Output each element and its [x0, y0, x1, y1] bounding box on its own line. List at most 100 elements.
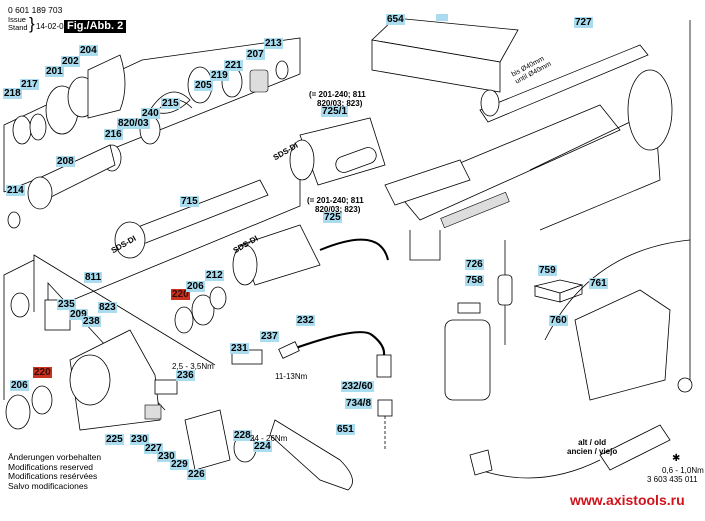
callout-221[interactable]: 221 [224, 60, 243, 71]
callout-236[interactable]: 236 [176, 370, 195, 381]
callout-220-bottom[interactable]: 220 [33, 367, 52, 378]
clamp-ring-727 [480, 89, 500, 117]
frame-top-group [3, 37, 301, 192]
frame-811 [33, 254, 216, 366]
part-number: 0 601 189 703 [8, 5, 63, 15]
callout-207[interactable]: 207 [246, 49, 265, 60]
callout-759[interactable]: 759 [538, 265, 557, 276]
note-en: Modifications reserved [8, 461, 94, 472]
callout-224[interactable]: 224 [253, 441, 272, 452]
assembly-725-1-port [335, 147, 377, 173]
old-version-line2: ancien / viejo [567, 447, 618, 456]
callout-651[interactable]: 651 [336, 424, 355, 435]
callout-654[interactable]: 654 [386, 14, 405, 25]
drill-handle [384, 159, 471, 206]
callout-229[interactable]: 229 [170, 459, 189, 470]
callout-228[interactable]: 228 [233, 430, 252, 441]
callout-715[interactable]: 715 [180, 196, 199, 207]
prcd-switch [599, 424, 671, 471]
callout-232-60[interactable]: 232/60 [341, 381, 374, 392]
assembly-725-front [232, 244, 258, 286]
callout-725-1[interactable]: 725/1 [321, 106, 349, 117]
o-ring-213 [275, 60, 289, 80]
vacuum-761 [574, 289, 671, 401]
callout-758[interactable]: 758 [465, 275, 484, 286]
callout-227[interactable]: 227 [144, 443, 163, 454]
callout-238[interactable]: 238 [82, 316, 101, 327]
stand-base [409, 230, 441, 261]
vacuum-wheel [677, 377, 693, 393]
retaining-ring-218 [12, 115, 32, 145]
drill-motor [394, 104, 621, 221]
callout-204[interactable]: 204 [79, 45, 98, 56]
cap-204 [87, 54, 126, 119]
sleeve-226 [184, 409, 231, 471]
callout-213[interactable]: 213 [264, 38, 283, 49]
kit-note-725-1: (= 201-240; 811 820/03; 823) [309, 90, 366, 108]
note-es: Salvo modificaciones [8, 480, 88, 491]
callout-811[interactable]: 811 [84, 272, 103, 283]
callout-206-bottom[interactable]: 206 [10, 380, 29, 391]
figure-label: Fig./Abb. 2 [64, 20, 127, 33]
callout-220-top[interactable]: 220 [171, 289, 190, 300]
callout-208[interactable]: 208 [56, 156, 75, 167]
watermark-url[interactable]: www.axistools.ru [570, 492, 685, 508]
ring-220-bottom [31, 385, 53, 415]
callout-232[interactable]: 232 [296, 315, 315, 326]
callout-734-8[interactable]: 734/8 [345, 398, 373, 409]
hose-nut-232 [278, 341, 300, 359]
callout-760[interactable]: 760 [549, 315, 568, 326]
kit-note-725: (= 201-240; 811 820/03; 823) [307, 196, 364, 214]
callout-230-a[interactable]: 230 [130, 434, 149, 445]
callout-218[interactable]: 218 [3, 88, 22, 99]
callout-225[interactable]: 225 [105, 434, 124, 445]
brace: } [29, 14, 35, 33]
callout-217[interactable]: 217 [20, 79, 39, 90]
callout-209[interactable]: 209 [69, 309, 88, 320]
callout-206-top[interactable]: 206 [186, 281, 205, 292]
callout-205[interactable]: 205 [194, 80, 213, 91]
clip-217 [29, 113, 47, 141]
callout-725[interactable]: 725 [323, 212, 342, 223]
callout-226[interactable]: 226 [187, 469, 206, 480]
adaptor-734-8 [377, 399, 393, 417]
callout-230-b[interactable]: 230 [157, 451, 176, 462]
block-front-759 [559, 284, 583, 303]
callout-219[interactable]: 219 [210, 70, 229, 81]
callout-240[interactable]: 240 [141, 108, 160, 119]
callout-214[interactable]: 214 [6, 185, 25, 196]
kit-note-725-1-line2: 820/03; 823) [317, 99, 363, 108]
washer-214 [7, 211, 21, 229]
callout-727[interactable]: 727 [574, 17, 593, 28]
callout-216[interactable]: 216 [104, 129, 123, 140]
water-tank-758 [444, 319, 491, 401]
holder-end-208 [27, 176, 53, 210]
seal-206-bottom [5, 394, 31, 430]
callout-212[interactable]: 212 [205, 270, 224, 281]
rack-726 [440, 191, 510, 229]
kit-note-725-1-line1: (= 201-240; 811 [309, 90, 366, 99]
callout-235[interactable]: 235 [57, 299, 76, 310]
ring-220-top [174, 306, 194, 334]
callout-237[interactable]: 237 [260, 331, 279, 342]
hose-232 [289, 331, 386, 356]
sds-head-715 [114, 221, 146, 259]
callout-820-03[interactable]: 820/03 [117, 118, 150, 129]
callout-761[interactable]: 761 [589, 278, 608, 289]
callout-726[interactable]: 726 [465, 259, 484, 270]
case-highlight [436, 14, 448, 21]
callout-201[interactable]: 201 [45, 66, 64, 77]
kit-note-725-line2: 820/03; 823) [315, 205, 361, 214]
callout-202[interactable]: 202 [61, 56, 80, 67]
callout-215[interactable]: 215 [161, 98, 180, 109]
rail-727 [479, 44, 649, 123]
power-plug [469, 449, 493, 476]
old-version-line1: alt / old [578, 438, 607, 447]
callout-823[interactable]: 823 [98, 302, 117, 313]
power-cord [479, 459, 601, 479]
issue-label-en: Issue [8, 15, 26, 24]
callout-231[interactable]: 231 [230, 343, 249, 354]
hose-end-232 [376, 354, 392, 378]
screw-icon: ✱ [672, 453, 681, 464]
